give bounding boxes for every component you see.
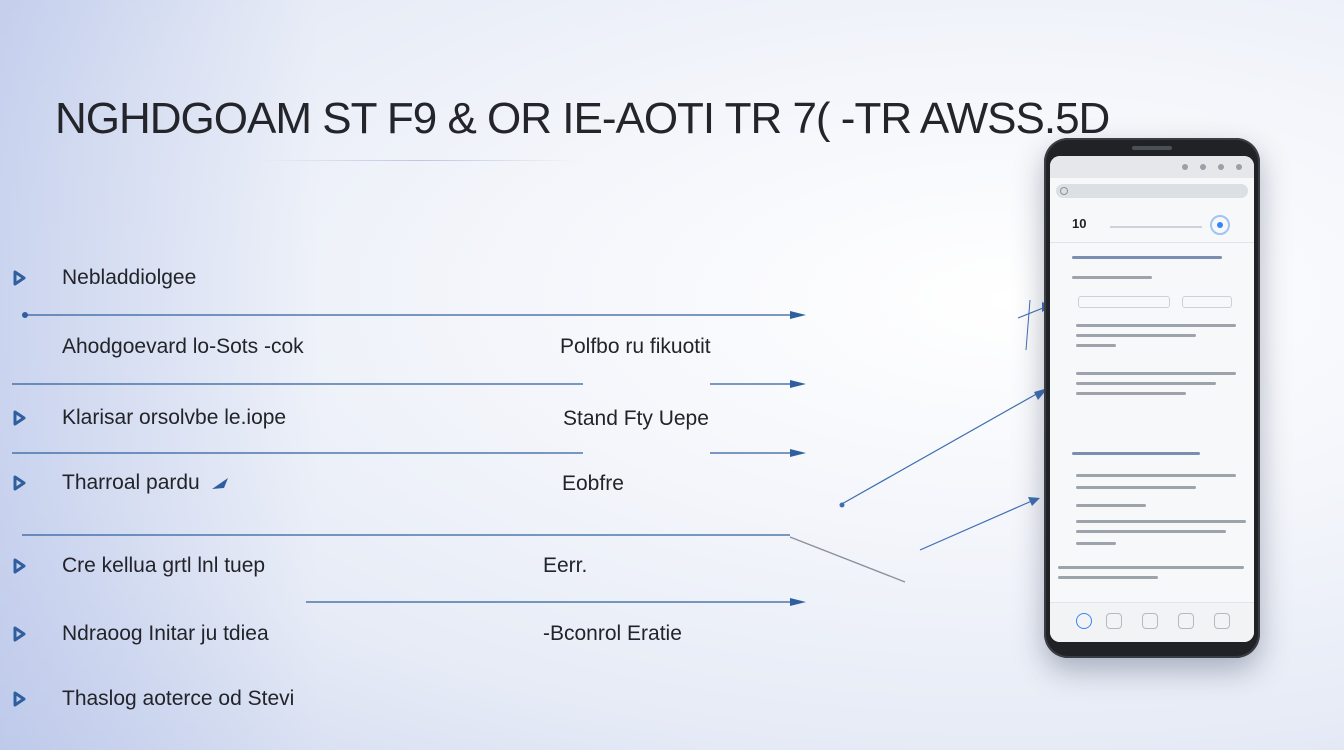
content-line (1076, 530, 1226, 533)
item-label: Cre kellua grtl lnl tuep (62, 554, 266, 577)
content-line (1076, 334, 1196, 337)
list-item: Tharroal pardu (10, 468, 232, 498)
title-divider (260, 160, 580, 161)
filter-chip[interactable] (1182, 296, 1232, 308)
bottom-nav (1050, 602, 1254, 642)
content-line (1076, 520, 1246, 523)
content-line (1058, 566, 1244, 569)
filter-chip[interactable] (1078, 296, 1170, 308)
content-line (1076, 486, 1196, 489)
grid-icon[interactable] (1178, 613, 1194, 629)
item-label: Thaslog aoterce od Stevi (62, 687, 295, 710)
status-icon (1236, 164, 1242, 170)
content-line (1076, 382, 1216, 385)
play-bullet-icon (10, 690, 28, 708)
list-item: Nebladdiolgee (10, 263, 196, 293)
play-bullet-icon (10, 557, 28, 575)
play-bullet-icon (10, 474, 28, 492)
list-item: Ahodgoevard lo-Sots -cok (62, 332, 304, 362)
content-line (1076, 344, 1116, 347)
status-bar (1050, 156, 1254, 178)
item-label: Klarisar orsolvbe le.iope (62, 406, 287, 429)
phone-mockup: 10 (1044, 138, 1260, 658)
app-header-divider (1110, 226, 1202, 228)
item-value: Eobfre (562, 472, 624, 495)
play-bullet-icon (10, 269, 28, 287)
list-item: Ndraoog Initar ju tdiea (10, 619, 269, 649)
item-value: Stand Fty Uepe (563, 407, 709, 430)
content-line (1072, 276, 1152, 279)
play-bullet-icon (10, 625, 28, 643)
app-header-number: 10 (1072, 216, 1087, 231)
item-label: Tharroal pardu (62, 471, 200, 494)
profile-icon[interactable] (1214, 613, 1230, 629)
content-line (1072, 452, 1200, 455)
item-value: Polfbo ru fikuotit (560, 335, 711, 358)
content-line (1076, 474, 1236, 477)
toggle-icon[interactable] (1210, 215, 1230, 235)
phone-speaker (1132, 146, 1172, 150)
item-value: Eerr. (543, 554, 588, 577)
content-line (1076, 504, 1146, 507)
location-icon[interactable] (1142, 613, 1158, 629)
home-icon[interactable] (1076, 613, 1092, 629)
page-title: NGHDGOAM ST F9 & OR IE-AOTI TR 7( -TR AW… (55, 94, 1110, 143)
content-line (1076, 542, 1116, 545)
content-line (1076, 372, 1236, 375)
play-bullet-icon (10, 409, 28, 427)
content-line (1076, 324, 1236, 327)
item-label: Ndraoog Initar ju tdiea (62, 622, 269, 645)
status-icon (1218, 164, 1224, 170)
item-label: Ahodgoevard lo-Sots -cok (62, 335, 304, 358)
content-line (1058, 576, 1158, 579)
address-bar[interactable] (1056, 184, 1248, 198)
content-line (1072, 256, 1222, 259)
status-icon (1200, 164, 1206, 170)
globe-icon (1060, 187, 1068, 195)
item-value: -Bconrol Eratie (543, 622, 682, 645)
list-item: Cre kellua grtl lnl tuep (10, 551, 265, 581)
app-header: 10 (1050, 208, 1254, 243)
status-icon (1182, 164, 1188, 170)
list-item: Klarisar orsolvbe le.iope (10, 403, 286, 433)
item-label: Nebladdiolgee (62, 266, 197, 289)
content-line (1076, 392, 1186, 395)
list-item: Thaslog aoterce od Stevi (10, 684, 294, 714)
chat-icon[interactable] (1106, 613, 1122, 629)
phone-screen: 10 (1050, 156, 1254, 642)
background-glow (0, 0, 320, 750)
cursor-arrow-icon (210, 475, 232, 491)
